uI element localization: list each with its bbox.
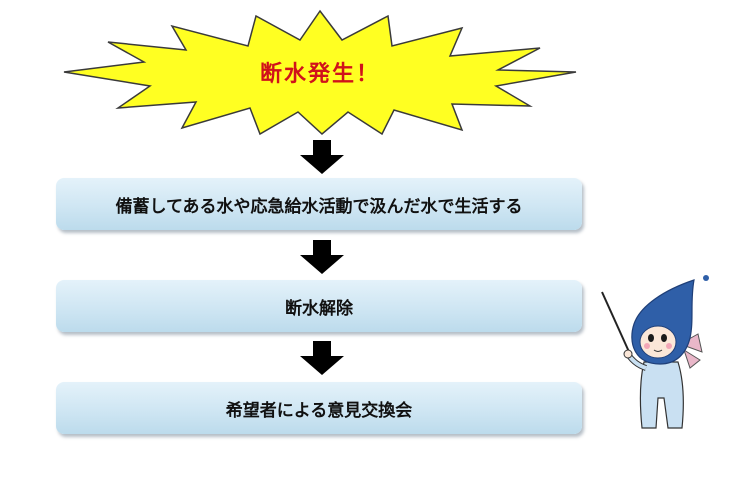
step-box-1: 備蓄してある水や応急給水活動で汲んだ水で生活する [56,178,582,230]
down-arrow-icon [300,140,344,174]
down-arrow-icon [300,341,344,375]
down-arrow-icon [300,240,344,274]
burst-title: 断水発生！ [259,62,380,87]
water-drop-mascot [601,275,709,429]
explosion-burst-shape [63,9,577,136]
step-box-3: 希望者による意見交換会 [56,382,582,434]
step-box-2: 断水解除 [56,280,582,332]
